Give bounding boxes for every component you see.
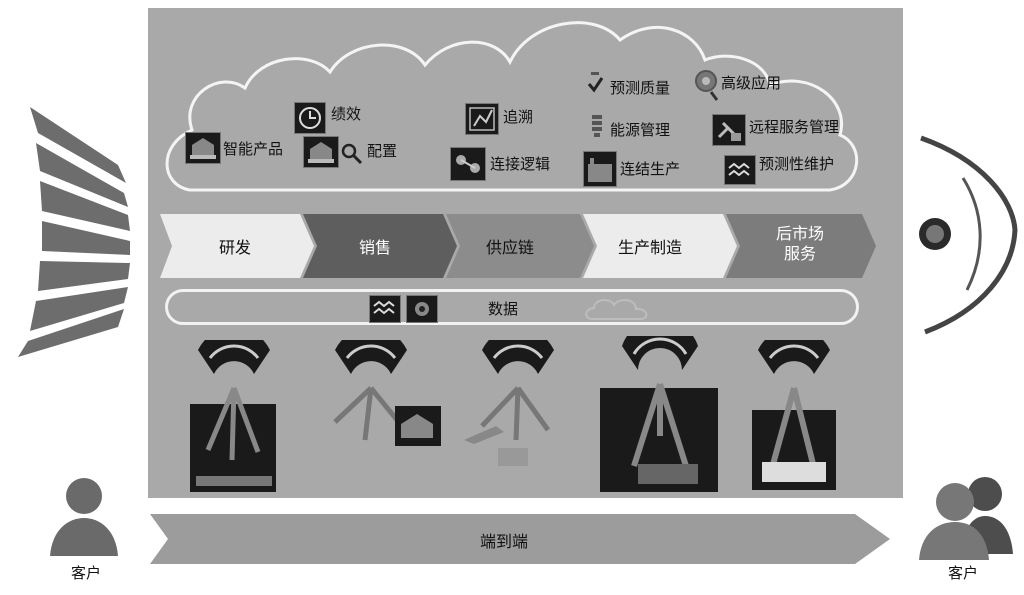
customers-right-icon [919, 477, 1013, 560]
performance-label: 绩效 [331, 105, 362, 123]
end-to-end-label: 端到端 [480, 532, 529, 551]
advanced-applications-icon [695, 70, 719, 101]
robot-manufacturing [600, 336, 718, 492]
stage-supply-chain: 供应链 [485, 238, 534, 257]
data-bar [165, 289, 859, 325]
customer-left-icon [50, 478, 118, 556]
remote-service-label: 远程服务管理 [749, 118, 840, 136]
robot-aftermarket [752, 340, 836, 490]
customer-left-label: 客户 [71, 564, 102, 582]
connection-logic-icon [450, 147, 486, 181]
smart-products-label: 智能产品 [223, 140, 284, 158]
connected-production-label: 连结生产 [620, 160, 681, 178]
connected-production-icon [583, 151, 617, 187]
predictive-maintenance-icon [724, 155, 756, 185]
fish-head-graphic [919, 135, 1018, 335]
traceability-icon [465, 103, 499, 135]
connection-logic-label: 连接逻辑 [490, 155, 551, 173]
stage-aftermarket: 后市场 服务 [775, 224, 824, 263]
configuration-label: 配置 [367, 142, 398, 160]
stage-rd: 研发 [218, 238, 251, 257]
fish-tail-graphic [18, 107, 130, 357]
magnifier-icon [341, 143, 363, 165]
stage-sales: 销售 [358, 238, 391, 257]
configuration-icon [303, 136, 339, 168]
predictive-quality-icon [587, 72, 604, 93]
end-to-end-arrow [150, 514, 890, 564]
cloud-shape [165, 21, 858, 192]
customer-right-label: 客户 [948, 564, 979, 582]
robot-rd [190, 340, 276, 492]
advanced-applications-label: 高级应用 [721, 74, 782, 92]
performance-icon [294, 102, 326, 134]
remote-service-icon [712, 114, 746, 146]
small-cloud-icon [585, 299, 648, 320]
data-gear-icon [406, 295, 438, 323]
data-bar-label: 数据 [488, 300, 519, 318]
smart-product-icon [185, 132, 221, 164]
robot-supply-chain [464, 340, 554, 466]
value-chain [160, 214, 876, 278]
robot-sales [333, 340, 441, 446]
energy-management-label: 能源管理 [610, 121, 671, 139]
stage-manufacturing: 生产制造 [617, 238, 682, 257]
traceability-label: 追溯 [503, 108, 534, 126]
predictive-quality-label: 预测质量 [610, 79, 671, 97]
energy-management-icon [592, 115, 602, 137]
data-wave-icon [369, 295, 401, 323]
predictive-maintenance-label: 预测性维护 [759, 155, 835, 173]
